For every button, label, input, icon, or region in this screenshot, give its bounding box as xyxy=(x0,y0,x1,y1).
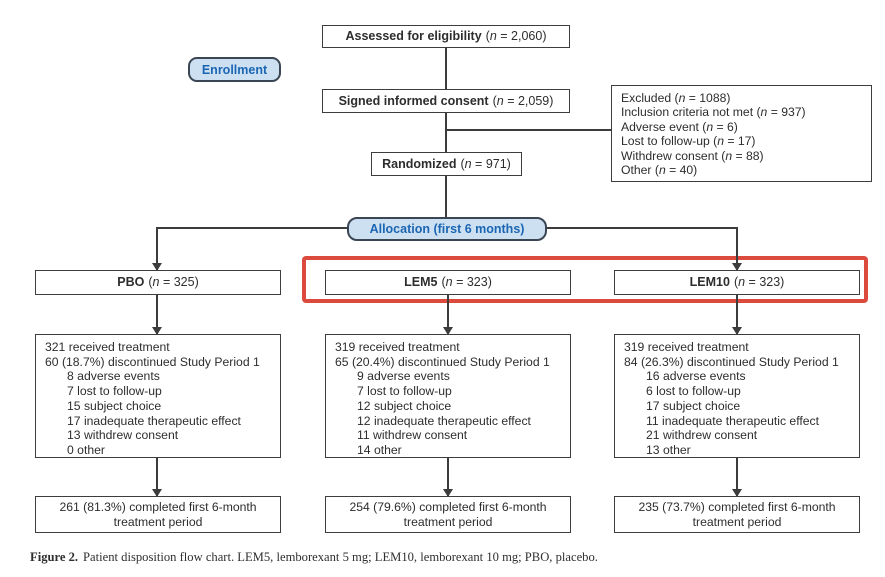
connector-lem10-detail xyxy=(732,295,742,335)
randomized-label: Randomized xyxy=(382,156,457,171)
arm-lem10-n: (n = 323) xyxy=(733,275,785,290)
connector-allocation-lem10 xyxy=(732,227,742,271)
connector-lem5-complete xyxy=(443,458,453,497)
arrow-down-icon xyxy=(732,327,742,335)
enrollment-badge: Enrollment xyxy=(188,57,281,82)
figure-caption-label: Figure 2. xyxy=(30,550,79,564)
list-item: Inclusion criteria not met (n = 937) xyxy=(621,105,806,120)
list-item: 11 inadequate therapeutic effect xyxy=(646,413,820,428)
lem10-received: 319 received treatment xyxy=(624,340,749,354)
list-item: 17 subject choice xyxy=(646,398,741,413)
lem5-received: 319 received treatment xyxy=(335,340,460,354)
list-item: 14 other xyxy=(357,442,402,457)
arrow-down-icon xyxy=(732,263,742,271)
red-highlight-rect xyxy=(302,256,868,303)
list-item: 17 inadequate therapeutic effect xyxy=(67,413,241,428)
randomized-n: (n = 971) xyxy=(460,156,511,171)
list-item: Adverse event (n = 6) xyxy=(621,119,738,134)
arm-pbo-label: PBO xyxy=(117,275,145,290)
excluded-label: Excluded xyxy=(621,91,672,105)
connector-branch-excluded xyxy=(446,129,611,131)
list-item: 12 subject choice xyxy=(357,398,452,413)
assessed-box: Assessed for eligibility (n = 2,060) xyxy=(322,25,570,48)
complete-box-lem5: 254 (79.6%) completed first 6-month trea… xyxy=(325,496,571,533)
arrow-down-icon xyxy=(443,489,453,497)
enrollment-badge-label: Enrollment xyxy=(201,62,268,77)
arrow-down-icon xyxy=(152,327,162,335)
list-item: 6 lost to follow-up xyxy=(646,384,741,399)
detail-box-lem10: 319 received treatment 84 (26.3%) discon… xyxy=(614,334,860,458)
arm-lem5-label: LEM5 xyxy=(404,275,438,290)
lem5-discontinued: 65 (20.4%) discontinued Study Period 1 xyxy=(335,354,550,369)
arrow-down-icon xyxy=(443,327,453,335)
excluded-n: (n = 1088) xyxy=(674,91,731,105)
lem10-completed: 235 (73.7%) completed first 6-month trea… xyxy=(638,499,836,529)
list-item: 21 withdrew consent xyxy=(646,428,758,443)
consent-label: Signed informed consent xyxy=(338,93,489,108)
arm-header-pbo: PBO (n = 325) xyxy=(35,270,281,295)
assessed-n: (n = 2,060) xyxy=(485,29,547,44)
assessed-label: Assessed for eligibility xyxy=(345,29,482,44)
pbo-received: 321 received treatment xyxy=(45,340,170,354)
connector-lem5-detail xyxy=(443,295,453,335)
detail-box-pbo: 321 received treatment 60 (18.7%) discon… xyxy=(35,334,281,458)
excluded-box: Excluded (n = 1088) Inclusion criteria n… xyxy=(611,85,872,182)
list-item: 7 lost to follow-up xyxy=(357,384,452,399)
figure-caption-text: Patient disposition flow chart. LEM5, le… xyxy=(83,550,598,564)
connector-randomized-allocation xyxy=(445,176,447,217)
connector-pbo-detail xyxy=(152,295,162,335)
list-item: 9 adverse events xyxy=(357,369,450,384)
connector-pbo-complete xyxy=(152,458,162,497)
list-item: 15 subject choice xyxy=(67,398,162,413)
list-item: 13 withdrew consent xyxy=(67,428,179,443)
list-item: 12 inadequate therapeutic effect xyxy=(357,413,531,428)
consent-box: Signed informed consent (n = 2,059) xyxy=(322,89,570,113)
arm-pbo-n: (n = 325) xyxy=(148,275,199,290)
pbo-discontinued: 60 (18.7%) discontinued Study Period 1 xyxy=(45,354,260,369)
consent-n: (n = 2,059) xyxy=(492,93,554,108)
complete-box-lem10: 235 (73.7%) completed first 6-month trea… xyxy=(614,496,860,533)
list-item: 11 withdrew consent xyxy=(357,428,468,443)
connector-allocation-pbo xyxy=(152,227,162,271)
list-item: 7 lost to follow-up xyxy=(67,384,162,399)
list-item: 13 other xyxy=(646,442,691,457)
list-item: Other (n = 40) xyxy=(621,163,698,178)
list-item: Withdrew consent (n = 88) xyxy=(621,148,764,163)
arm-lem5-n: (n = 323) xyxy=(441,275,492,290)
list-item: 8 adverse events xyxy=(67,369,160,384)
arm-lem10-label: LEM10 xyxy=(689,275,730,290)
arrow-down-icon xyxy=(732,489,742,497)
detail-box-lem5: 319 received treatment 65 (20.4%) discon… xyxy=(325,334,571,458)
connector-consent-randomized xyxy=(445,113,447,152)
list-item: 0 other xyxy=(67,442,105,457)
lem10-discontinued: 84 (26.3%) discontinued Study Period 1 xyxy=(624,354,839,369)
excluded-reasons-list: Inclusion criteria not met (n = 937)Adve… xyxy=(621,105,862,177)
allocation-badge: Allocation (first 6 months) xyxy=(347,217,547,241)
pbo-completed: 261 (81.3%) completed first 6-month trea… xyxy=(59,499,257,529)
complete-box-pbo: 261 (81.3%) completed first 6-month trea… xyxy=(35,496,281,533)
arrow-down-icon xyxy=(152,489,162,497)
arm-header-lem10: LEM10 (n = 323) xyxy=(614,270,860,295)
arm-header-lem5: LEM5 (n = 323) xyxy=(325,270,571,295)
lem5-completed: 254 (79.6%) completed first 6-month trea… xyxy=(349,499,547,529)
allocation-badge-label: Allocation (first 6 months) xyxy=(369,222,525,236)
excluded-title: Excluded (n = 1088) xyxy=(621,91,862,105)
arrow-down-icon xyxy=(152,263,162,271)
figure-caption: Figure 2. Patient disposition flow chart.… xyxy=(30,550,860,565)
connector-lem10-complete xyxy=(732,458,742,497)
randomized-box: Randomized (n = 971) xyxy=(371,152,522,176)
connector-assessed-consent xyxy=(445,48,447,89)
list-item: Lost to follow-up (n = 17) xyxy=(621,134,756,149)
list-item: 16 adverse events xyxy=(646,369,746,384)
